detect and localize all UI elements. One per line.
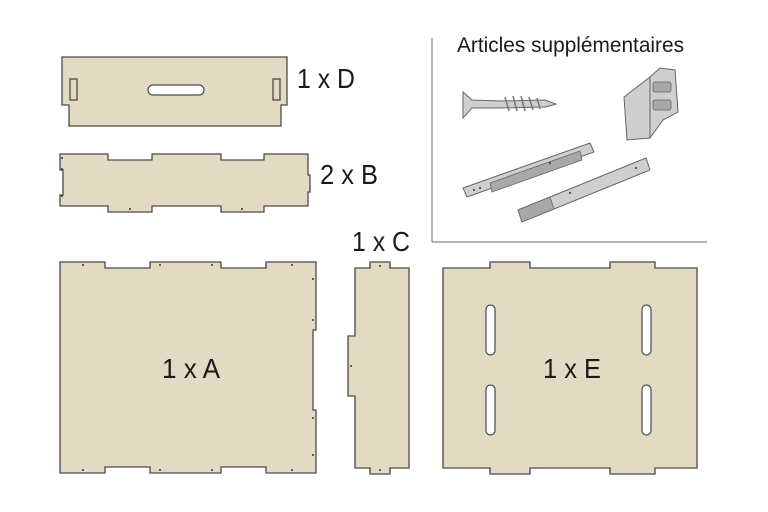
extras-title: Articles supplémentaires — [457, 34, 684, 57]
panel-b — [59, 153, 311, 213]
label-c: 1 x C — [352, 226, 410, 257]
handle-slot — [147, 84, 205, 96]
panel-d — [61, 56, 288, 127]
label-e: 1 x E — [543, 353, 601, 384]
drawer-slide-icon — [517, 157, 651, 223]
slot — [485, 384, 496, 436]
tab-slot — [272, 78, 281, 101]
slot — [641, 304, 652, 356]
panel-e — [442, 261, 698, 475]
label-a: 1 x A — [162, 353, 220, 384]
slot — [641, 384, 652, 436]
label-d: 1 x D — [297, 63, 355, 94]
panel-a — [59, 261, 317, 474]
slot — [485, 304, 496, 356]
panel-c — [347, 261, 410, 475]
tab-slot — [69, 78, 78, 101]
drawer-slide-icon — [462, 142, 595, 198]
label-b: 2 x B — [320, 159, 378, 190]
screw-icon — [462, 90, 558, 120]
extras-box: Articles supplémentaires — [431, 34, 707, 243]
corner-bracket-icon — [623, 67, 679, 141]
